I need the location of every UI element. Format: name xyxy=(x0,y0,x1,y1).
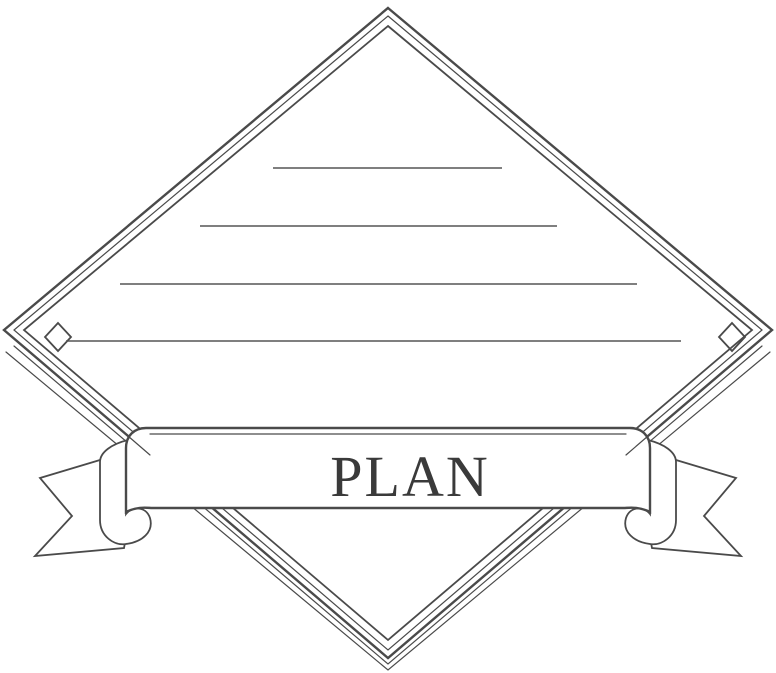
diamond-frame xyxy=(4,8,772,658)
left-corner-ornament xyxy=(45,323,71,351)
banner-label: PLAN xyxy=(330,444,489,509)
ribbon-banner: PLAN xyxy=(35,428,741,556)
